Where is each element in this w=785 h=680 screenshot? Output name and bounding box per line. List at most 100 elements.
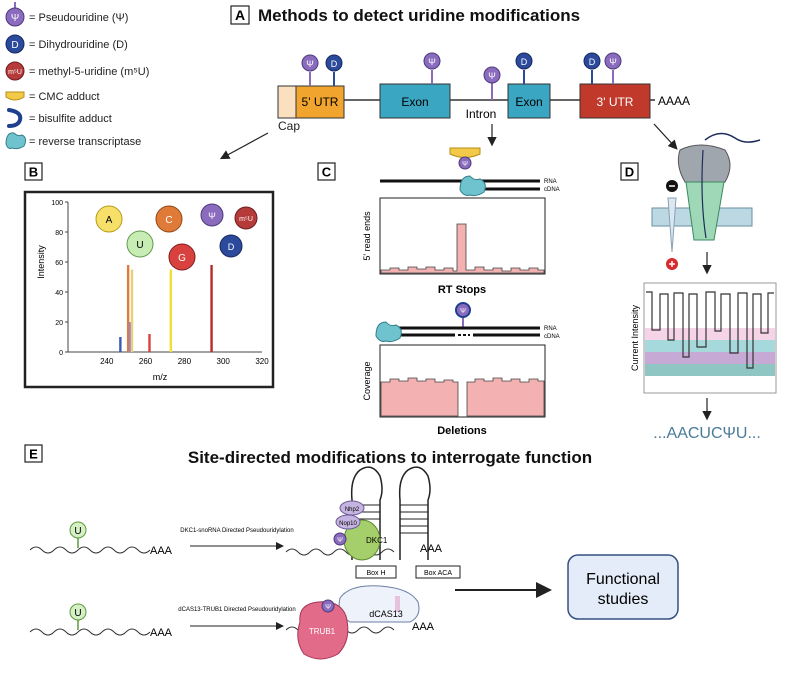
panel-d-box	[620, 162, 639, 181]
b-ylabel: Intensity	[36, 245, 46, 279]
mrna-modifications: Ψ D Ψ Ψ D D Ψ	[301, 52, 622, 100]
utr3-box	[579, 83, 651, 119]
functional-line1: Functional	[586, 571, 660, 588]
box-h-label: Box H	[366, 570, 385, 577]
panel-e-box	[24, 444, 43, 463]
c-bottom-caption: Deletions	[437, 425, 487, 437]
d-ylabel: Current Intensity	[630, 304, 640, 371]
legend-m5u-symbol: m⁵U	[8, 69, 22, 76]
c-top-psi	[458, 156, 472, 170]
b-ytick-label: 100	[51, 200, 63, 207]
legend-label: = Dihydrouridine (D)	[29, 39, 128, 51]
legend-item-reverse-transcriptase: = reverse transcriptase	[5, 132, 141, 150]
c-bottom-rna-label: RNA	[544, 326, 557, 332]
rt-stops-bars	[380, 223, 545, 274]
nhp2-label: Nhp2	[345, 507, 360, 513]
utr5-label: 5' UTR	[302, 95, 339, 109]
b-bar	[119, 337, 122, 352]
row2-psi-symbol: Ψ	[325, 604, 331, 611]
box-aca	[415, 565, 461, 579]
row2-polya: AAA	[150, 627, 173, 639]
row2-arrow-text: dCAS13-TRUB1 Directed Pseudouridylation	[178, 607, 295, 613]
functional-studies-box	[567, 554, 679, 620]
row1-target-rna	[285, 548, 395, 556]
functional-line2: studies	[598, 591, 649, 608]
legend-psi-symbol: Ψ	[11, 13, 19, 24]
legend-label: = CMC adduct	[29, 91, 100, 103]
b-xlabel: m/z	[153, 372, 168, 382]
box-h	[355, 565, 397, 579]
legend-item-pseudouridine: Ψ = Pseudouridine (Ψ)	[5, 2, 128, 27]
row2-psi	[321, 599, 335, 613]
exon1-box	[379, 83, 451, 119]
panel-d: D Current Intensity ...AACUCΨU...	[620, 132, 777, 442]
box-aca-label: Box ACA	[424, 570, 452, 577]
rna-threading	[701, 149, 707, 239]
legend-label: = bisulfite adduct	[29, 113, 112, 125]
b-xtick-label: 300	[217, 357, 231, 366]
current-trace	[646, 291, 774, 369]
d-marker: D	[589, 57, 596, 67]
panel-e-letter: E	[29, 447, 38, 462]
nucleoside-circles: A C U G Ψ m⁵U D	[95, 203, 258, 271]
nucleoside-g-label: G	[178, 253, 186, 264]
panel-b-frame	[23, 190, 275, 389]
reverse-transcriptase-icon	[375, 321, 402, 343]
arrow-to-b	[219, 132, 269, 160]
c-top-caption: RT Stops	[438, 284, 486, 296]
psi-marker: Ψ	[428, 57, 436, 67]
b-ytick-label: 60	[55, 260, 63, 267]
panel-c-letter: C	[322, 165, 332, 180]
legend-item-dihydrouridine: D = Dihydrouridine (D)	[5, 34, 128, 54]
legend-item-methyl5uridine: m⁵U = methyl-5-uridine (m⁵U)	[5, 61, 149, 81]
legend-label: = reverse transcriptase	[29, 136, 141, 148]
panel-e-title: Site-directed modifications to interroga…	[188, 448, 592, 467]
panel-b-letter: B	[29, 165, 38, 180]
psi-marker: Ψ	[609, 57, 617, 67]
motor-protein	[677, 144, 731, 187]
panel-a: A Methods to detect uridine modification…	[219, 5, 690, 160]
row1-u-symbol: U	[74, 526, 81, 537]
current-arrow	[667, 197, 677, 253]
row2-u-symbol: U	[74, 608, 81, 619]
legend-item-bisulfite-adduct: = bisulfite adduct	[7, 108, 112, 128]
polya-label: AAAA	[658, 94, 690, 108]
snorna-hairpin-2	[398, 466, 431, 560]
b-bars	[119, 265, 213, 352]
panel-b: B Intensity m/z A C U G Ψ m⁵U D 02040608…	[23, 162, 275, 389]
nop10-label: Nop10	[339, 521, 357, 527]
panel-d-letter: D	[625, 165, 634, 180]
b-bar	[148, 334, 151, 352]
dkc1-label: DKC1	[366, 536, 388, 545]
b-bar	[126, 265, 130, 352]
legend: Ψ = Pseudouridine (Ψ) D = Dihydrouridine…	[5, 2, 149, 150]
b-bar	[128, 322, 132, 352]
row1-polya: AAA	[150, 545, 173, 557]
arrow-to-d	[653, 123, 678, 150]
nucleoside-u-label: U	[136, 240, 143, 251]
basecalled-sequence: ...AACUCΨU...	[653, 425, 761, 442]
b-xtick-label: 260	[139, 357, 153, 366]
intron-label: Intron	[466, 107, 497, 121]
exon2-label: Exon	[515, 95, 542, 109]
guide-rna	[395, 596, 400, 612]
snorna-hairpin-1	[350, 466, 383, 560]
c-bottom-psi-symbol: Ψ	[460, 308, 466, 315]
row2-target-polya: AAA	[412, 621, 435, 633]
row1-psi-symbol: Ψ	[337, 537, 343, 544]
panel-a-box	[230, 5, 250, 25]
c-bottom-ylabel: Coverage	[362, 361, 372, 400]
panel-b-box	[24, 162, 43, 181]
b-xtick-label: 280	[178, 357, 192, 366]
nucleoside-d-label: D	[228, 242, 235, 252]
row1-psi	[333, 532, 347, 546]
current-level-cyan	[645, 340, 775, 352]
c-bottom-cdna-label: cDNA	[544, 334, 560, 340]
utr5-box	[295, 85, 345, 119]
row2-u-circle	[69, 603, 87, 621]
b-bar	[130, 269, 134, 352]
legend-d-symbol: D	[11, 40, 18, 51]
b-ytick-label: 0	[59, 350, 63, 357]
